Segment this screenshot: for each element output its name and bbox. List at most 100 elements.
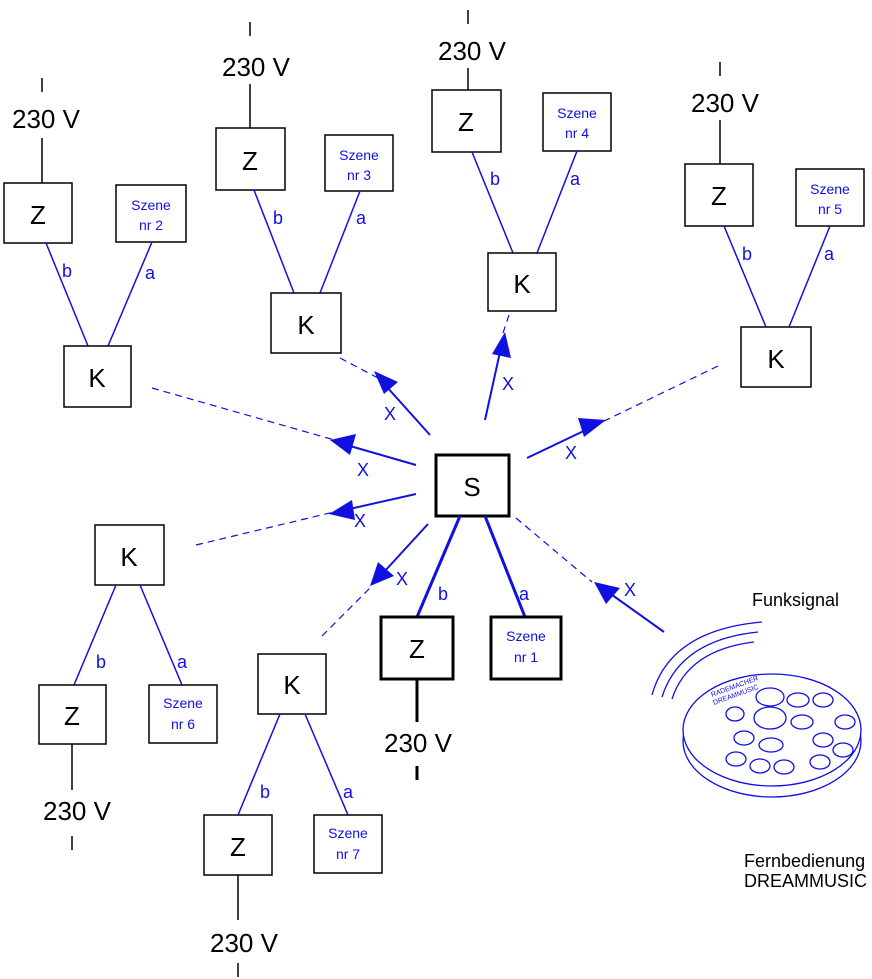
- z-box: [38, 684, 107, 745]
- wire-b: [415, 515, 462, 618]
- radio-link-label: X: [565, 443, 577, 463]
- radio-link-arrow: [526, 427, 591, 459]
- z-box: [431, 89, 502, 153]
- radio-links: X X X X X X X: [151, 314, 719, 637]
- scene-box-label: Szene: [810, 181, 850, 197]
- arrow-head: [370, 562, 394, 586]
- wire-a-label: a: [519, 584, 530, 604]
- remote-button[interactable]: [812, 732, 834, 748]
- remote-button[interactable]: [834, 714, 856, 730]
- wire-b: [253, 189, 295, 294]
- play-button-icon[interactable]: [733, 730, 755, 746]
- wire-b: [45, 242, 89, 347]
- radio-link-dashed: [339, 357, 379, 379]
- radio-link-label: X: [396, 569, 408, 589]
- scene-box: [115, 184, 187, 243]
- remote-model: DREAMMUSIC: [744, 871, 867, 891]
- wire-a: [788, 225, 831, 328]
- remote-button[interactable]: [812, 692, 834, 708]
- radio-link-label: X: [624, 580, 636, 600]
- z-box-label: Z: [230, 832, 246, 862]
- group-scene-7: K b a Z Szene nr 7 230 V: [203, 653, 383, 977]
- radio-link-label: X: [354, 511, 366, 531]
- group-scene-6: K b a Z Szene nr 6 230 V: [38, 524, 218, 850]
- wire-a-label: a: [570, 169, 581, 189]
- scene-box-number: nr 6: [171, 716, 195, 732]
- arrow-head: [578, 418, 606, 437]
- k-box: [257, 653, 327, 715]
- k-box: [94, 524, 165, 586]
- remote-button[interactable]: [809, 754, 831, 770]
- scene-box-label: Szene: [131, 197, 171, 213]
- group-scene-1: S b a Z Szene nr 1 230 V: [379, 453, 563, 780]
- remote-control: Funksignal RADEMACHER DREAMMUSIC Fernbed…: [651, 590, 867, 891]
- k-box: [487, 252, 557, 312]
- radio-link-dashed: [599, 365, 719, 424]
- center-button-icon[interactable]: [753, 706, 787, 730]
- wire-a-label: a: [824, 244, 835, 264]
- z-box-label: Z: [30, 200, 46, 230]
- z-box-label: Z: [64, 701, 80, 731]
- remote-button[interactable]: [773, 759, 795, 775]
- supply-voltage-label: 230 V: [438, 36, 507, 66]
- scene-box-number: nr 5: [818, 201, 842, 217]
- wire-a-label: a: [343, 782, 354, 802]
- supply-voltage-label: 230 V: [12, 104, 81, 134]
- wire-b-label: b: [62, 261, 72, 281]
- wire-a: [304, 713, 349, 816]
- remote-button[interactable]: [725, 706, 745, 722]
- s-box-label: S: [463, 472, 480, 502]
- supply-voltage-label: 230 V: [691, 88, 760, 118]
- supply-voltage-label: 230 V: [384, 728, 453, 758]
- scene-box: [795, 168, 865, 227]
- remote-caption: Fernbedienung: [744, 851, 865, 871]
- group-scene-2: 230 V Z Szene nr 2 b a K: [3, 78, 187, 408]
- scene-box-label: Szene: [557, 105, 597, 121]
- arrow-head: [594, 582, 620, 604]
- z-box-label: Z: [711, 181, 727, 211]
- s-box: [434, 453, 511, 518]
- remote-button[interactable]: [758, 737, 784, 753]
- z-box: [684, 163, 754, 227]
- remote-button[interactable]: [790, 714, 814, 730]
- wire-b-label: b: [260, 782, 270, 802]
- k-box: [740, 326, 812, 388]
- arrow-head: [330, 434, 356, 455]
- remote-button[interactable]: [749, 758, 771, 774]
- scene-box-label: Szene: [328, 825, 368, 841]
- wire-a: [483, 515, 527, 618]
- scene-box-label: Szene: [163, 695, 203, 711]
- wire-b: [237, 713, 281, 816]
- wire-b: [723, 225, 767, 328]
- scene-box: [489, 615, 563, 681]
- radio-link-label: X: [384, 404, 396, 424]
- scene-box-label: Szene: [339, 147, 379, 163]
- remote-button[interactable]: [725, 751, 747, 767]
- radio-link-dashed: [321, 587, 371, 637]
- k-box-label: K: [297, 310, 315, 340]
- scene-box: [148, 684, 218, 744]
- radio-link-label: X: [357, 460, 369, 480]
- scene-box-number: nr 1: [514, 649, 538, 665]
- logo-button-icon[interactable]: [755, 687, 785, 707]
- wire-b-label: b: [273, 208, 283, 228]
- radio-link-dashed: [501, 314, 510, 337]
- remote-button[interactable]: [832, 742, 854, 758]
- k-box: [270, 292, 342, 354]
- z-box-label: Z: [458, 107, 474, 137]
- radio-link-dashed: [195, 511, 335, 546]
- scene-box: [542, 92, 612, 152]
- scene-box: [324, 134, 394, 192]
- z-box-label: Z: [242, 146, 258, 176]
- group-scene-5: 230 V Z Szene nr 5 b a K: [684, 62, 865, 388]
- k-box-label: K: [88, 363, 106, 393]
- scene-box: [313, 814, 383, 874]
- next-button-icon[interactable]: [786, 692, 810, 708]
- supply-voltage-label: 230 V: [210, 928, 279, 958]
- supply-voltage-label: 230 V: [43, 796, 112, 826]
- wire-b-label: b: [96, 652, 106, 672]
- radio-link-arrow: [385, 385, 431, 436]
- wire-b-label: b: [438, 584, 448, 604]
